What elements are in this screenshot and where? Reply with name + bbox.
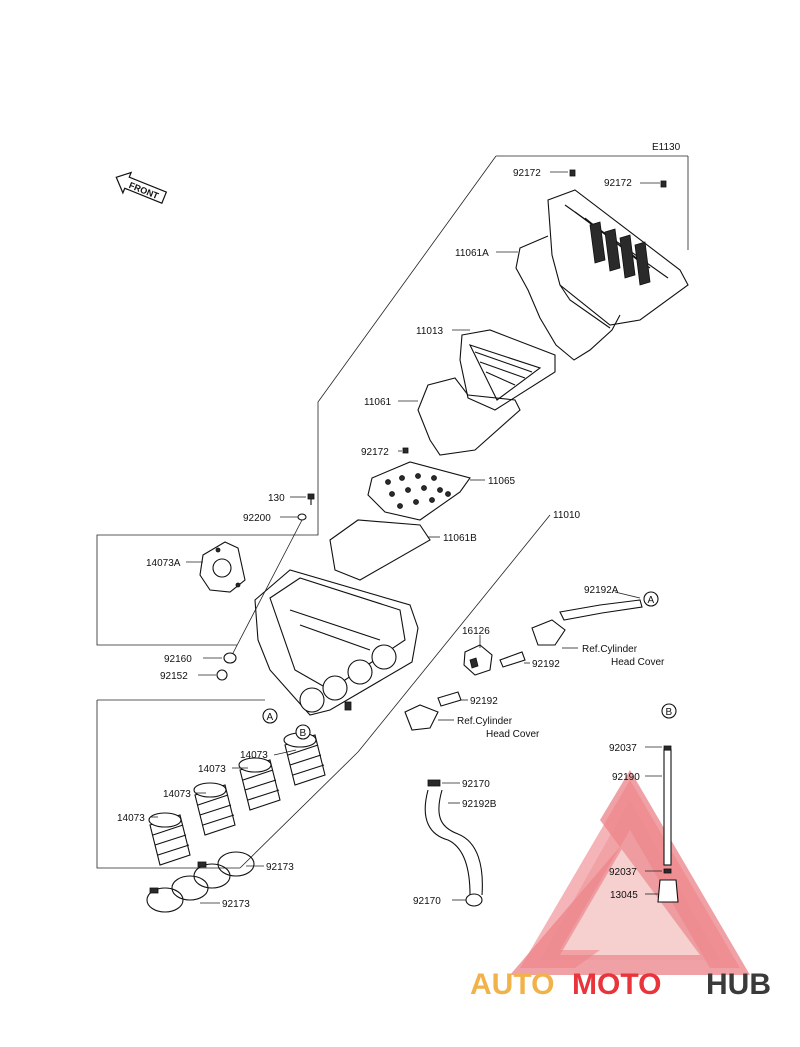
label-92037-a: 92037: [609, 743, 637, 754]
label-92192-a: 92192: [532, 659, 560, 670]
marker-b-2: B: [661, 703, 677, 719]
label-130: 130: [268, 493, 285, 504]
hose-92192a: [559, 599, 643, 621]
leader-lines: [150, 171, 662, 904]
label-92170-a: 92170: [462, 779, 490, 790]
gasket-11061: [417, 377, 521, 456]
washer-leader: [231, 519, 303, 656]
screw-92172-icon-1: [569, 169, 576, 177]
label-92190: 92190: [612, 772, 640, 783]
label-92152: 92152: [160, 671, 188, 682]
cylinder-cover-fitting: [404, 704, 439, 731]
air-cleaner-upper-cover: [547, 189, 689, 329]
label-92160: 92160: [164, 654, 192, 665]
label-11013: 11013: [416, 326, 444, 337]
label-14073A: 14073A: [146, 558, 181, 569]
duct-14073-1: [148, 812, 191, 866]
hose-92192-2: [437, 691, 462, 707]
label-11061A: 11061A: [455, 248, 489, 259]
marker-a-1: A: [643, 591, 659, 607]
label-92172-c: 92172: [361, 447, 389, 458]
bolt-130-icon: [307, 493, 315, 505]
screw-92172-icon-2: [660, 180, 667, 188]
assembly-frame-line: [96, 155, 497, 646]
label-92037-b: 92037: [609, 867, 637, 878]
label-92192B: 92192B: [462, 799, 497, 810]
label-92172-b: 92172: [604, 178, 632, 189]
clip-92170-bottom-icon: [465, 893, 483, 907]
label-92170-b: 92170: [413, 896, 441, 907]
label-11010: 11010: [553, 510, 581, 521]
label-11061: 11061: [364, 397, 392, 408]
svg-text:B: B: [300, 728, 307, 739]
duct-14073-2: [193, 782, 236, 836]
clamp-92173-set: [146, 851, 255, 913]
svg-text:B: B: [666, 707, 673, 718]
hose-92192-1: [499, 651, 526, 668]
hose-92192b: [424, 789, 483, 896]
drain-tube-92190: [663, 745, 672, 874]
ref2-line2: Head Cover: [486, 729, 540, 740]
washer-92200-icon: [297, 513, 307, 521]
part-labels: 92172 92172 11061A 11013 11061 92172 110…: [117, 168, 640, 910]
label-92173-b: 92173: [222, 899, 250, 910]
watermark-moto: MOTO: [572, 968, 661, 1001]
label-14073-d: 14073: [117, 813, 145, 824]
label-92192-b: 92192: [470, 696, 498, 707]
air-filter-element: [459, 329, 556, 411]
gasket-11061b: [329, 519, 431, 581]
duct-14073-3: [238, 757, 281, 811]
watermark-text: AUTO MOTO HUB: [470, 968, 771, 1001]
label-11065: 11065: [488, 476, 516, 487]
air-cleaner-lower-case: [254, 569, 419, 716]
label-13045: 13045: [610, 890, 638, 901]
watermark-logo-icon: [510, 770, 750, 975]
screw-92172-icon-3: [402, 447, 409, 454]
front-arrow-icon: FRONT: [115, 171, 168, 205]
label-92192A: 92192A: [584, 585, 619, 596]
svg-text:A: A: [267, 712, 274, 723]
label-92200: 92200: [243, 513, 271, 524]
frame-lower-diag: [239, 751, 359, 869]
reference-labels: Ref.Cylinder Head Cover Ref.Cylinder Hea…: [457, 644, 665, 740]
grommet-92160-icon: [223, 652, 237, 664]
svg-text:A: A: [648, 595, 655, 606]
label-92172-a: 92172: [513, 168, 541, 179]
flange-14073a: [199, 541, 246, 593]
watermark-hub: HUB: [706, 968, 771, 1001]
label-14073-c: 14073: [163, 789, 191, 800]
ref1-line1: Ref.Cylinder: [582, 644, 638, 655]
ref2-line1: Ref.Cylinder: [457, 716, 513, 727]
duct-14073-4: [283, 732, 326, 786]
frame-11010-line: [357, 514, 551, 753]
marker-b-1: B: [295, 724, 311, 740]
valve-16126: [463, 619, 566, 676]
label-11061B: 11061B: [443, 533, 477, 544]
marker-a-2: A: [262, 708, 278, 724]
gasket-11061a: [515, 235, 621, 361]
drain-plug-13045-icon: [657, 879, 679, 903]
watermark-auto: AUTO: [470, 968, 554, 1001]
assembly-frame-line-lower: [96, 700, 240, 869]
label-16126: 16126: [462, 626, 490, 637]
ref1-line2: Head Cover: [611, 657, 665, 668]
label-14073-b: 14073: [198, 764, 226, 775]
clip-92170-top-icon: [427, 779, 441, 787]
label-14073-a: 14073: [240, 750, 268, 761]
plate-11065: [367, 461, 471, 521]
diagram-code: E1130: [652, 142, 681, 153]
collar-92152-icon: [216, 669, 228, 681]
label-92173-a: 92173: [266, 862, 294, 873]
